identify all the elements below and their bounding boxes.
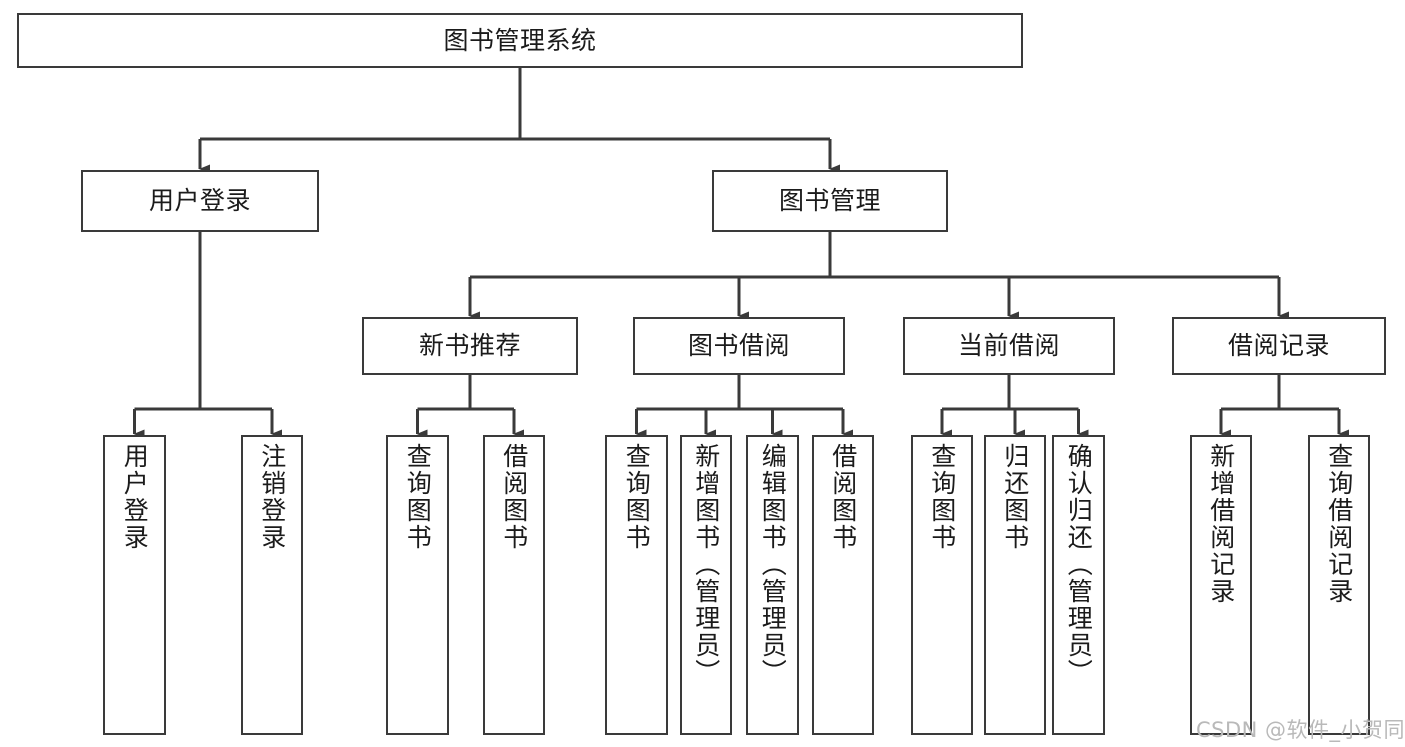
node-label: 确认归还（管理员） bbox=[1064, 443, 1094, 686]
level2-node[interactable]: 图书管理 bbox=[712, 170, 948, 232]
node-label: 借阅图书 bbox=[499, 443, 529, 551]
node-label: 注销登录 bbox=[257, 443, 287, 551]
level3-node[interactable]: 图书借阅 bbox=[633, 317, 845, 375]
node-label: 图书管理系统 bbox=[443, 25, 597, 55]
node-label: 查询借阅记录 bbox=[1324, 443, 1354, 605]
leaf-node[interactable]: 借阅图书 bbox=[483, 435, 545, 735]
leaf-node[interactable]: 查询图书 bbox=[386, 435, 449, 735]
leaf-node[interactable]: 注销登录 bbox=[241, 435, 303, 735]
level2-node[interactable]: 用户登录 bbox=[81, 170, 319, 232]
level3-node[interactable]: 借阅记录 bbox=[1172, 317, 1386, 375]
node-label: 查询图书 bbox=[927, 443, 957, 551]
node-label: 新书推荐 bbox=[418, 331, 521, 361]
leaf-node[interactable]: 编辑图书（管理员） bbox=[746, 435, 799, 735]
node-label: 图书借阅 bbox=[687, 331, 790, 361]
leaf-node[interactable]: 新增图书（管理员） bbox=[680, 435, 732, 735]
node-label: 用户登录 bbox=[120, 443, 150, 551]
leaf-node[interactable]: 借阅图书 bbox=[812, 435, 874, 735]
leaf-node[interactable]: 查询图书 bbox=[911, 435, 973, 735]
leaf-node[interactable]: 查询图书 bbox=[605, 435, 668, 735]
node-label: 查询图书 bbox=[622, 443, 652, 551]
leaf-node[interactable]: 查询借阅记录 bbox=[1308, 435, 1370, 735]
leaf-node[interactable]: 用户登录 bbox=[103, 435, 166, 735]
node-label: 查询图书 bbox=[403, 443, 433, 551]
csdn-watermark: CSDN @软件_小贺同学 bbox=[1196, 718, 1405, 742]
node-label: 归还图书 bbox=[1000, 443, 1030, 551]
root-node[interactable]: 图书管理系统 bbox=[17, 13, 1023, 68]
node-label: 当前借阅 bbox=[957, 331, 1060, 361]
node-label: 用户登录 bbox=[148, 186, 251, 216]
node-label: 新增借阅记录 bbox=[1206, 443, 1236, 605]
leaf-node[interactable]: 归还图书 bbox=[984, 435, 1046, 735]
level3-node[interactable]: 当前借阅 bbox=[903, 317, 1115, 375]
node-label: 借阅图书 bbox=[828, 443, 858, 551]
node-label: 新增图书（管理员） bbox=[691, 443, 721, 686]
leaf-node[interactable]: 新增借阅记录 bbox=[1190, 435, 1252, 735]
node-label: 借阅记录 bbox=[1227, 331, 1330, 361]
level3-node[interactable]: 新书推荐 bbox=[362, 317, 578, 375]
leaf-node[interactable]: 确认归还（管理员） bbox=[1052, 435, 1105, 735]
node-label: 图书管理 bbox=[778, 186, 881, 216]
node-label: 编辑图书（管理员） bbox=[758, 443, 788, 686]
